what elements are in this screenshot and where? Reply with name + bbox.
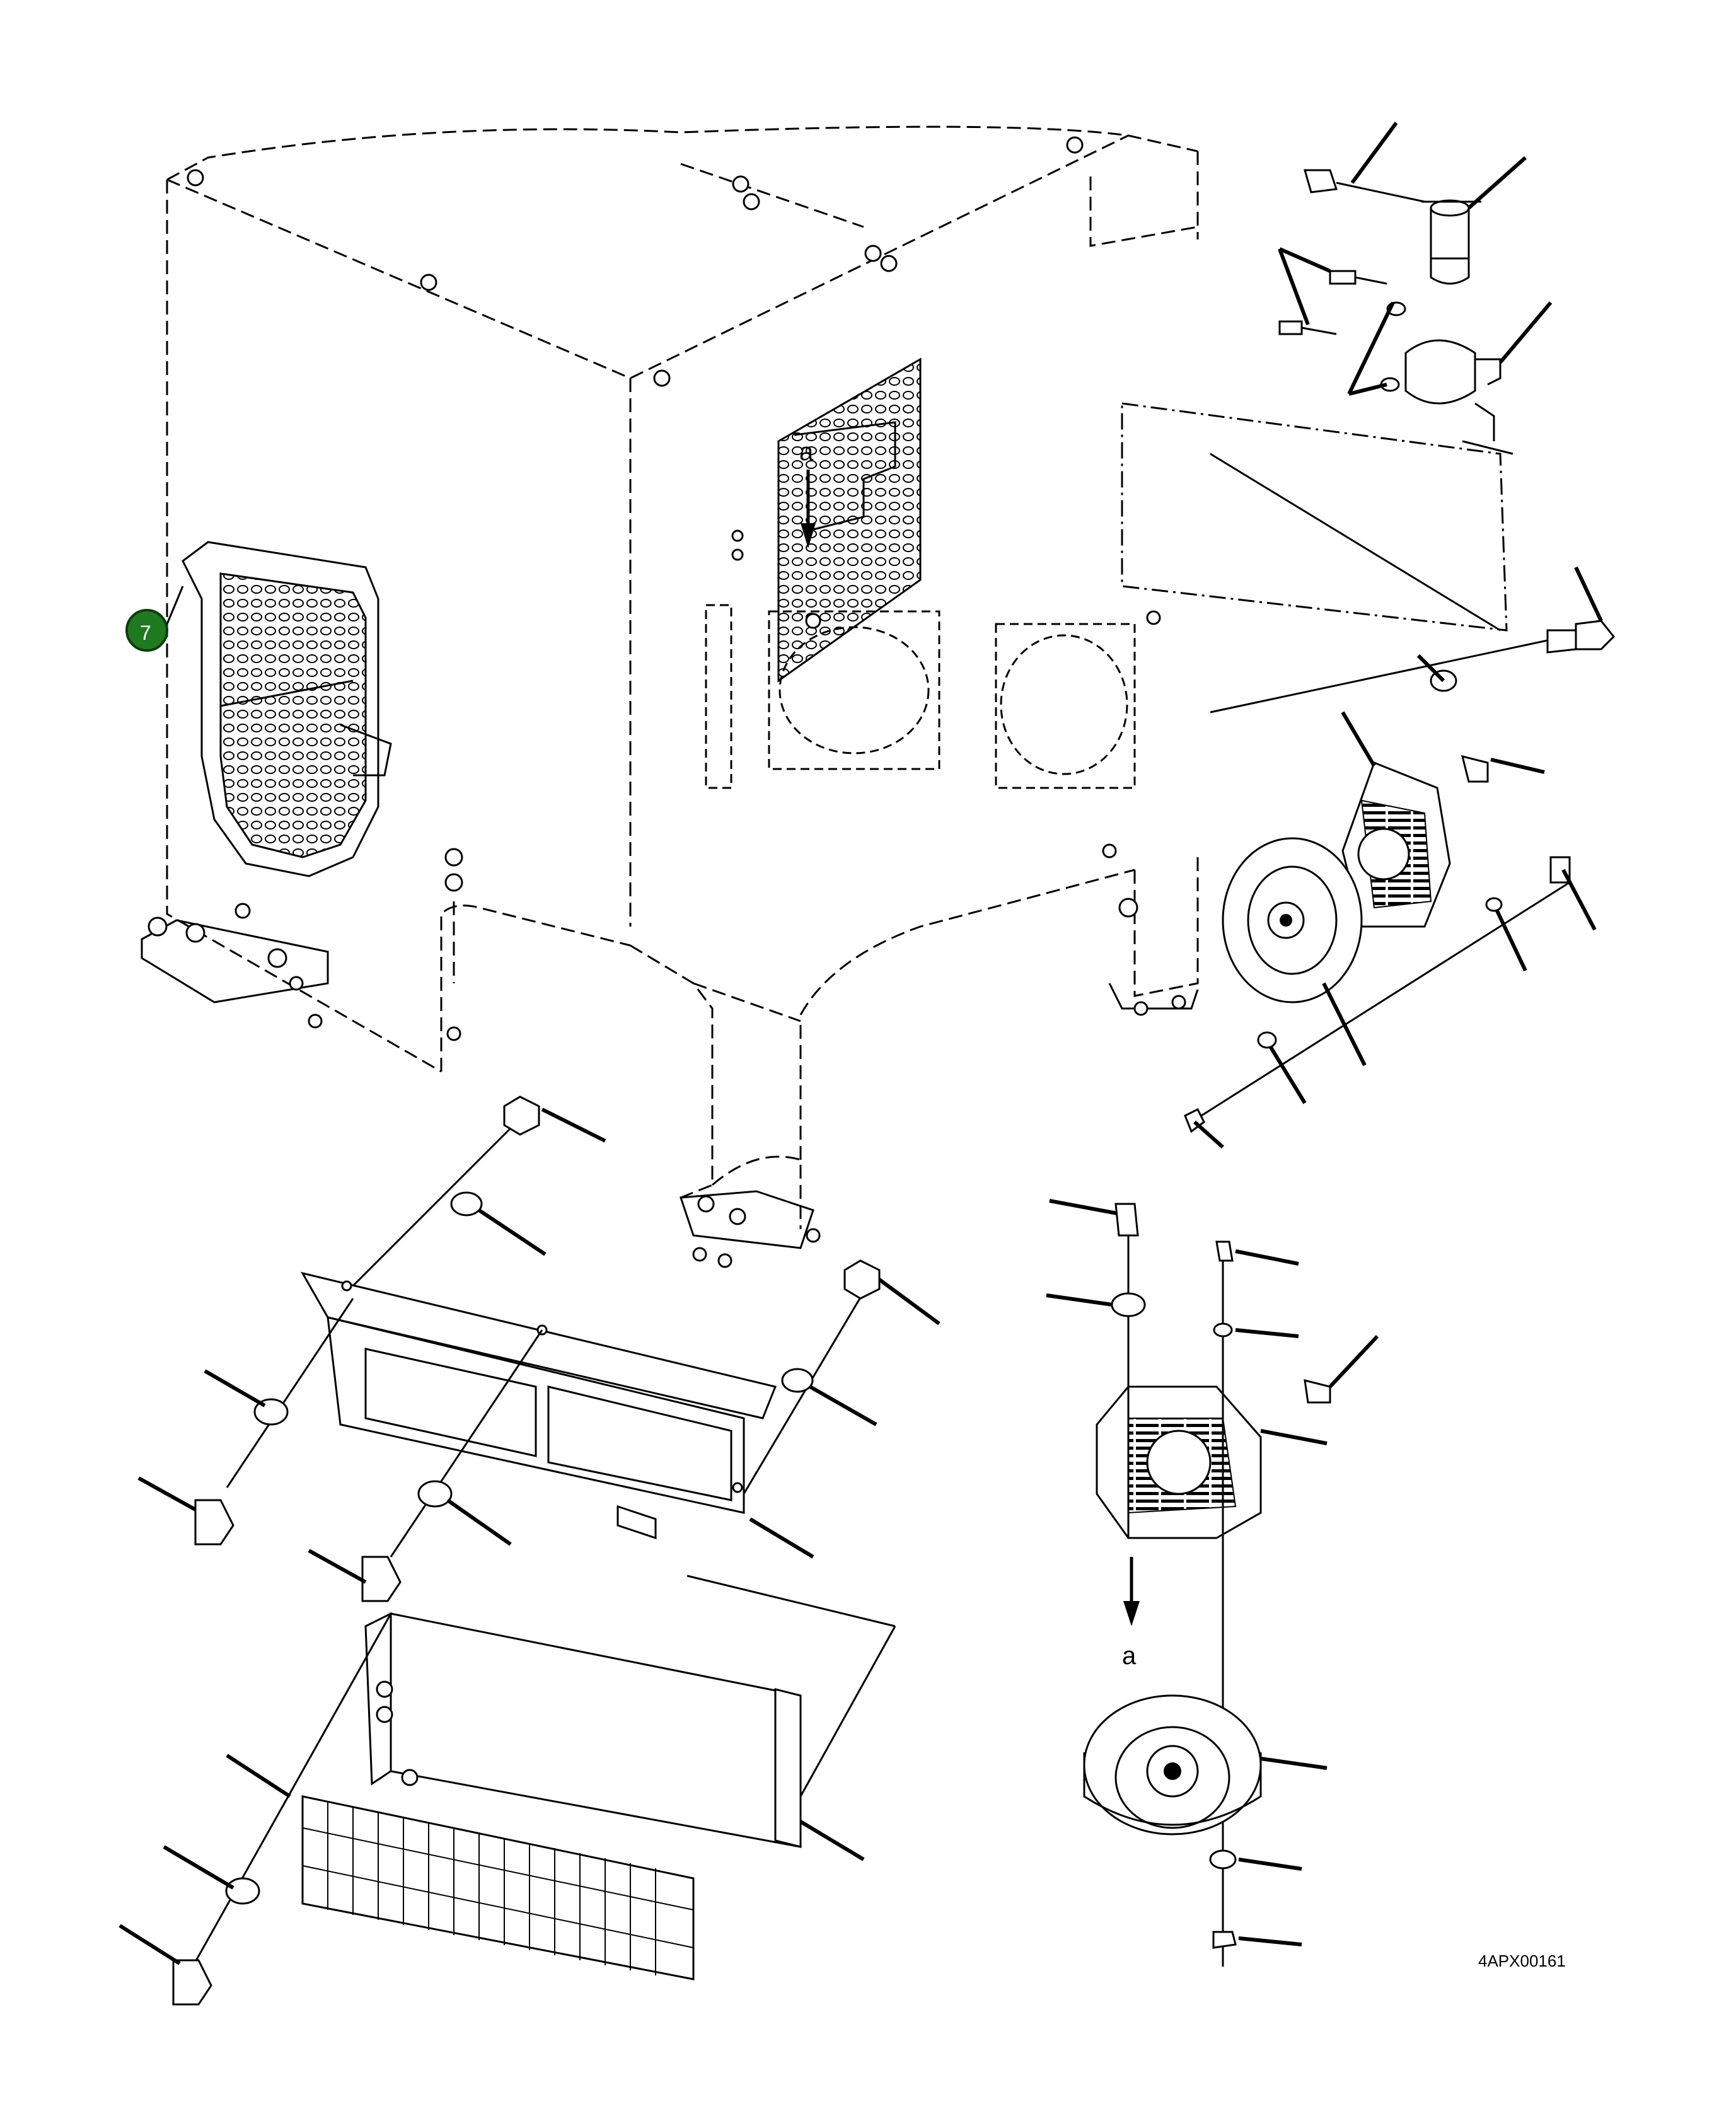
screen-hardware bbox=[172, 1575, 896, 2006]
lower-fan-guard bbox=[1096, 1385, 1262, 1539]
view-a-arrow-upper: a bbox=[799, 438, 816, 548]
figure-code: 4APX00161 bbox=[1478, 1951, 1566, 1970]
bracket-hardware bbox=[194, 1095, 881, 1602]
condenser-bracket bbox=[300, 1271, 777, 1540]
cab-side-bolts bbox=[234, 529, 744, 1041]
callout-number: 7 bbox=[140, 621, 151, 644]
center-perforated-panel bbox=[705, 357, 1136, 789]
left-perforated-panel bbox=[182, 541, 392, 877]
upper-fan-guard bbox=[1341, 761, 1451, 928]
condenser-core bbox=[364, 1612, 802, 1848]
view-label-lower: a bbox=[1122, 1642, 1137, 1670]
lower-fan-hardware bbox=[1111, 1203, 1331, 1967]
view-label-upper: a bbox=[799, 438, 814, 466]
cab-lower-left-bracket bbox=[141, 916, 329, 1029]
mounting-plate-phantom bbox=[1121, 402, 1508, 632]
upper-fan-motor bbox=[1222, 837, 1363, 1003]
callout-leader bbox=[166, 586, 184, 625]
lower-fan-motor bbox=[1083, 1694, 1262, 1835]
leader-lines bbox=[119, 122, 1603, 1965]
callout-badge[interactable]: 7 bbox=[125, 609, 168, 652]
cab-top-bolts bbox=[187, 136, 1084, 387]
condenser-screen bbox=[301, 1795, 695, 1980]
upper-fan-hardware bbox=[1184, 620, 1616, 1133]
receiver-drier-assembly bbox=[1278, 169, 1513, 455]
view-a-arrow-lower: a bbox=[1122, 1557, 1140, 1670]
cab-housing-outline bbox=[166, 125, 1199, 1229]
cab-foot-brackets bbox=[679, 843, 1199, 1268]
